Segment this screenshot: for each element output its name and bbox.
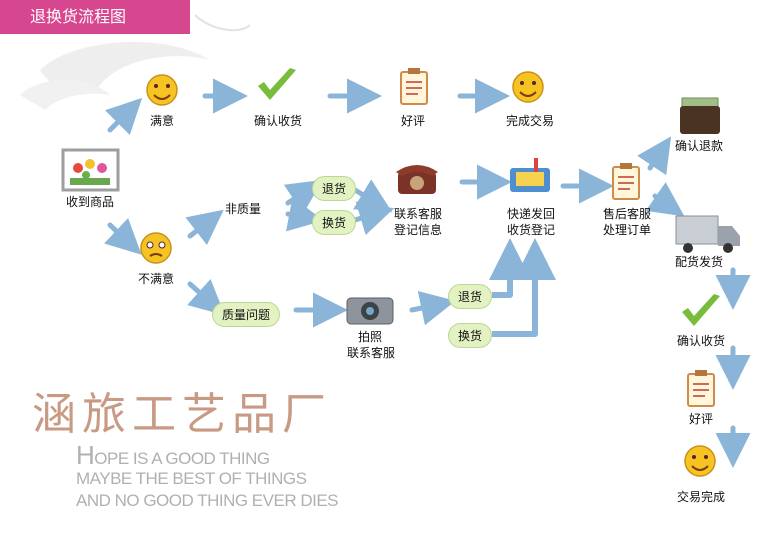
clipboard-review-icon bbox=[400, 68, 428, 105]
arrow-exchangebottom-to-express bbox=[492, 238, 556, 337]
leaf-quality-issue: 质量问题 bbox=[212, 302, 281, 327]
label-good-review-right: 好评 bbox=[688, 412, 713, 426]
label-good-review: 好评 bbox=[400, 114, 425, 128]
slogan-line2: MAYBE THE BEST OF THINGS bbox=[76, 469, 307, 488]
framed-picture-icon bbox=[61, 148, 120, 192]
arrow-unsatisfied-to-nonquality bbox=[185, 209, 224, 246]
brand-name: 涵旅工艺品厂 bbox=[32, 389, 332, 440]
label-aftersale-line2: 处理订单 bbox=[602, 223, 651, 237]
arrow-camera-to-returnbottom bbox=[409, 290, 456, 326]
slogan-initial: H bbox=[76, 440, 95, 470]
camera-icon bbox=[346, 297, 394, 325]
slogan-line1-rest: OPE IS A GOOD THING bbox=[94, 449, 270, 468]
slogan-line1: HOPE IS A GOOD THING bbox=[76, 440, 270, 471]
label-confirm-receipt-right: 确认收货 bbox=[676, 334, 725, 348]
label-aftersale-line1: 售后客服 bbox=[602, 207, 651, 221]
smiley-trade-complete-icon bbox=[684, 445, 716, 477]
label-photo: 拍照 bbox=[357, 330, 382, 344]
checkmark-confirm-right-icon bbox=[682, 294, 720, 326]
leaf-exchange-top: 换货 bbox=[312, 210, 357, 235]
label-express-line1: 快递发回 bbox=[506, 207, 555, 221]
telephone-icon bbox=[396, 165, 438, 194]
arrow-unsatisfied-to-quality bbox=[187, 278, 225, 316]
arrow-received-to-unsatisfied bbox=[104, 217, 142, 255]
label-register-info: 登记信息 bbox=[393, 223, 442, 237]
arrow-nonquality-to-exchange bbox=[285, 197, 324, 232]
label-complete-trade: 完成交易 bbox=[505, 114, 554, 128]
slogan-line3: AND NO GOOD THING EVER DIES bbox=[76, 491, 339, 510]
label-confirm-refund: 确认退款 bbox=[674, 139, 723, 153]
leaf-return-top: 退货 bbox=[312, 176, 357, 201]
label-express-line2: 收货登记 bbox=[506, 223, 555, 237]
clipboard-review-right-icon bbox=[687, 370, 715, 407]
arrow-returnbottom-to-express bbox=[489, 238, 531, 298]
leaf-return-bottom: 退货 bbox=[448, 284, 493, 309]
wallet-money-icon bbox=[680, 97, 720, 134]
clipboard-aftersale-icon bbox=[612, 163, 640, 200]
label-received: 收到商品 bbox=[65, 195, 114, 209]
checkmark-confirm-icon bbox=[258, 68, 296, 100]
label-trade-complete-right: 交易完成 bbox=[676, 490, 725, 504]
delivery-truck-icon bbox=[675, 215, 740, 253]
arrow-aftersale-to-truck bbox=[645, 182, 685, 217]
arrow-return-to-contact bbox=[352, 179, 393, 213]
label-unsatisfied: 不满意 bbox=[137, 272, 174, 286]
label-confirm-receipt: 确认收货 bbox=[253, 114, 302, 128]
page-title: 退换货流程图 bbox=[0, 0, 190, 34]
label-contact-cs-2: 联系客服 bbox=[346, 346, 395, 360]
smiley-complete-icon bbox=[512, 71, 544, 103]
label-satisfied: 满意 bbox=[149, 114, 174, 128]
leaf-exchange-bottom: 换货 bbox=[448, 323, 493, 348]
mailbox-icon bbox=[510, 158, 550, 192]
label-contact-cs: 联系客服 bbox=[393, 207, 442, 221]
arrow-received-to-satisfied bbox=[105, 97, 143, 135]
label-ship-goods: 配货发货 bbox=[674, 255, 723, 269]
smiley-unsatisfied-icon bbox=[140, 232, 172, 264]
label-non-quality: 非质量 bbox=[224, 202, 261, 216]
arrow-aftersale-to-refund bbox=[637, 136, 672, 176]
smiley-satisfied-icon bbox=[146, 74, 178, 106]
arrow-exchange-to-contact bbox=[352, 201, 395, 236]
